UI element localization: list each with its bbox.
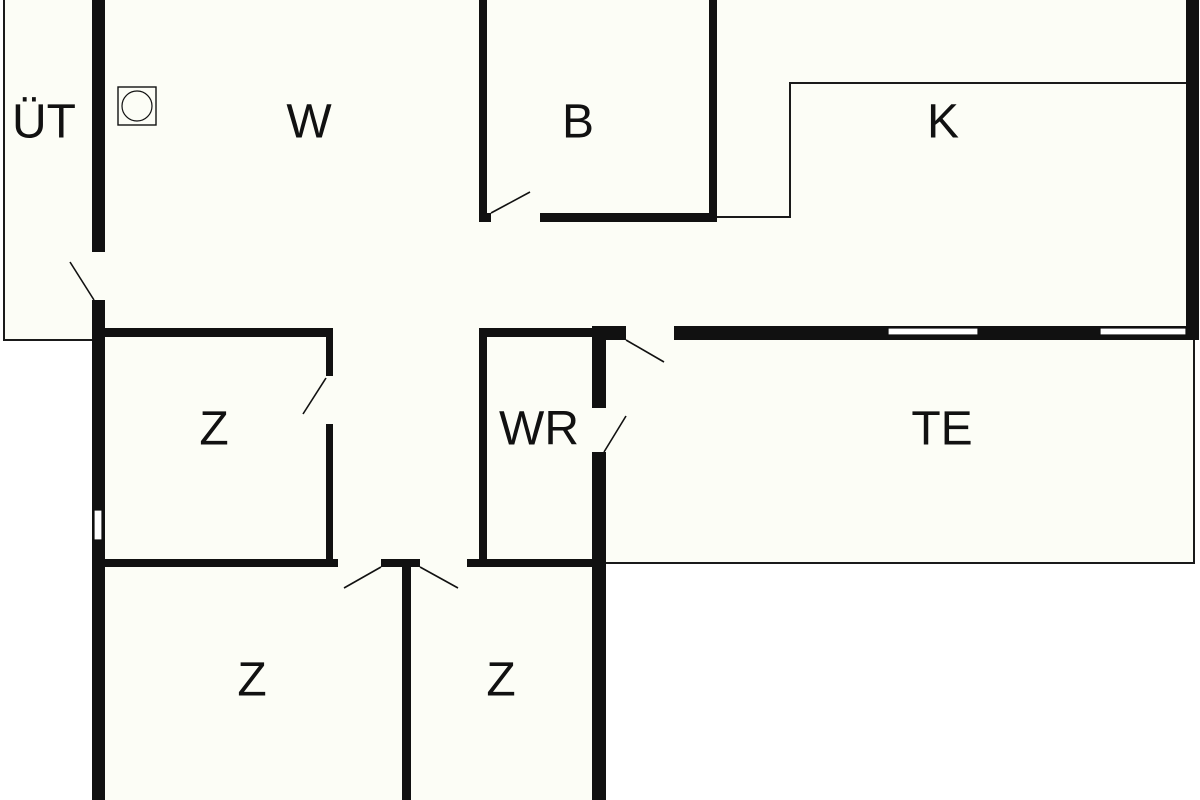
wall-west-upper (92, 0, 105, 252)
door-te-top-swing (625, 339, 665, 363)
wall-b-bottom (540, 213, 717, 222)
room-label-z2: Z (237, 654, 266, 707)
wall-east (1186, 0, 1199, 340)
wall-z2-z3-divider (402, 563, 411, 800)
door-z2-swing (343, 566, 382, 589)
room-fill-z1 (98, 333, 333, 563)
wall-b-bottom-stub (479, 213, 491, 222)
wall-west-lower (92, 300, 105, 800)
terrace-outline (604, 333, 1195, 564)
room-label-z1: Z (199, 403, 228, 456)
thin-outlines (3, 0, 1195, 564)
room-labels: ÜT W B K Z WR TE Z Z (12, 96, 973, 707)
room-fill-hall (333, 333, 483, 563)
wall-wr-top (479, 328, 609, 337)
wall-te-left-upper (592, 326, 606, 408)
room-fill-z3 (408, 563, 600, 800)
kitchen-counter-outline (713, 82, 1188, 218)
room-fill-ut (3, 0, 98, 340)
wall-b-right (709, 0, 717, 222)
wall-hall-bottom-mid (381, 559, 420, 567)
door-z3-swing (419, 566, 459, 589)
room-fill-main (98, 0, 1195, 333)
room-fill-z2 (98, 563, 408, 800)
doors (69, 191, 665, 589)
wall-z1-right-lower (326, 424, 333, 566)
wall-te-left-lower (592, 452, 606, 800)
wall-hall-bottom-right (467, 559, 600, 567)
door-z1-swing (302, 377, 327, 415)
window-te-1 (887, 327, 979, 336)
room-fills (3, 0, 1195, 800)
ut-outline (3, 0, 98, 341)
room-label-ut: ÜT (12, 96, 76, 149)
door-b-swing (490, 191, 531, 214)
chimney-icon (117, 86, 157, 126)
windows (93, 327, 1187, 541)
wall-b-left (479, 0, 487, 222)
window-z1-west (93, 509, 103, 541)
room-label-b: B (562, 96, 594, 149)
wall-z1-right-upper (326, 328, 333, 376)
room-label-w: W (286, 96, 332, 149)
wall-wr-left (479, 328, 487, 567)
door-wr-swing (603, 415, 627, 453)
wall-z1-bottom (98, 559, 333, 567)
room-label-k: K (927, 96, 959, 149)
room-label-z3: Z (486, 654, 515, 707)
room-label-wr: WR (499, 403, 579, 456)
room-fill-wr (483, 333, 600, 563)
room-label-te: TE (911, 403, 972, 456)
door-ut-swing (69, 261, 95, 301)
wall-hall-bottom-left (333, 559, 338, 567)
room-fill-te (600, 333, 1195, 563)
wall-z1-top (98, 328, 333, 337)
walls (92, 0, 1199, 800)
window-te-2 (1099, 327, 1187, 336)
